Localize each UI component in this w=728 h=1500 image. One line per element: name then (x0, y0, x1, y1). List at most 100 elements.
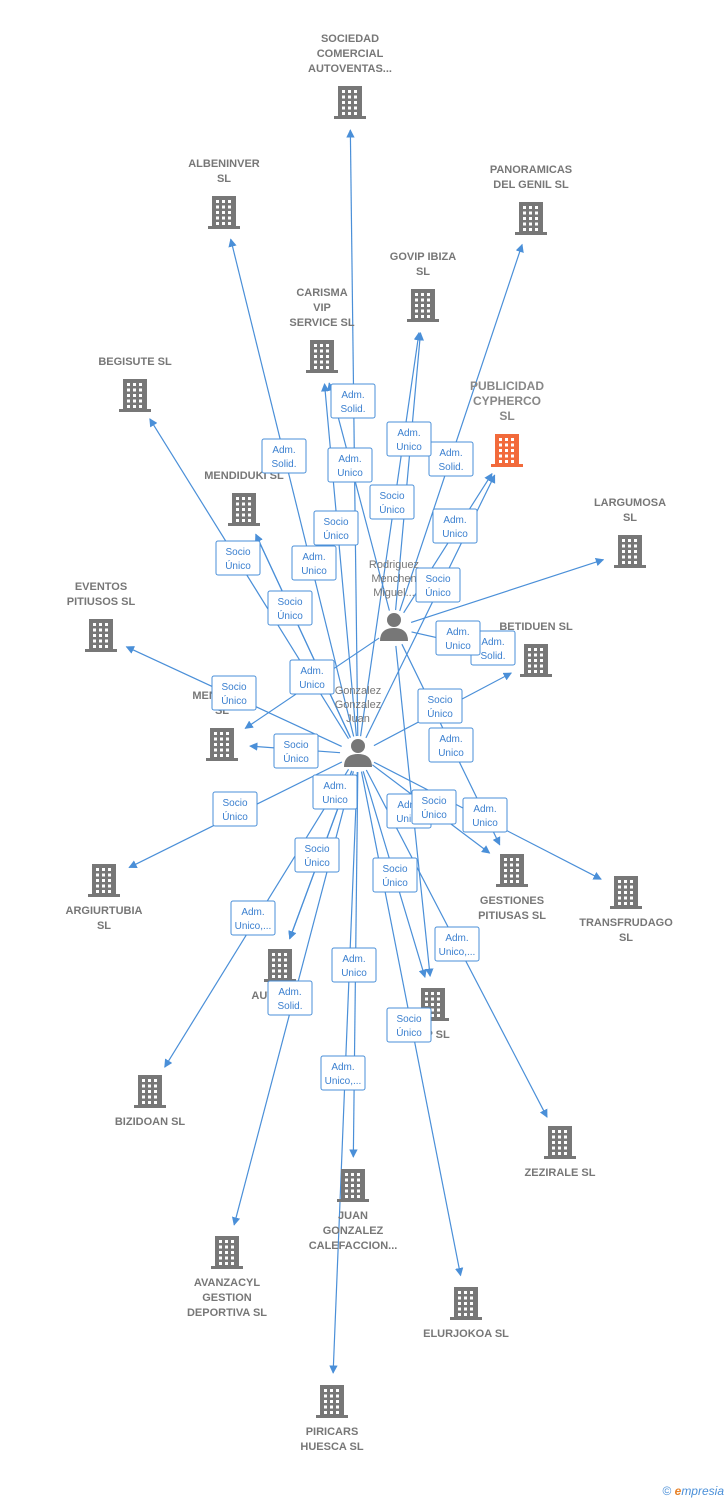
edge-label-line: Único (421, 808, 447, 821)
building-icon (88, 864, 120, 897)
edge-label[interactable]: Adm.Unico (312, 774, 358, 810)
building-icon (610, 876, 642, 909)
edge-label-line: Adm. (278, 987, 301, 998)
edge-label[interactable]: Adm.Unico (289, 659, 335, 695)
company-node-c2[interactable]: ALBENINVER SL (188, 158, 260, 229)
company-name-line: ZEZIRALE SL (525, 1167, 596, 1179)
person-name-line: Gonzalez (335, 685, 381, 697)
edge-label-line: Solid. (271, 459, 296, 470)
edge-label[interactable]: Adm.Unico (462, 797, 508, 833)
edge-label[interactable]: Adm.Unico (327, 447, 373, 483)
company-name-line: EVENTOS (75, 581, 127, 593)
building-icon (334, 86, 366, 119)
building-icon (264, 949, 296, 982)
footer-brand[interactable]: © empresia (662, 1484, 724, 1498)
building-icon (496, 854, 528, 887)
edge-label-line: Único (221, 694, 247, 707)
edge-label[interactable]: Adm.Unico (432, 508, 478, 544)
building-icon (206, 728, 238, 761)
edge-label-line: Adm. (338, 454, 361, 465)
edge-label[interactable]: Adm.Unico (428, 727, 474, 763)
edge-label[interactable]: Adm.Unico,... (230, 900, 276, 936)
edge-label-line: Socio (277, 597, 302, 608)
company-node-c8[interactable]: MENDIDUKI SL (204, 470, 284, 526)
company-node-c1[interactable]: SOCIEDADCOMERCIALAUTOVENTAS... (308, 33, 392, 119)
edge-label-line: Adm. (331, 1062, 354, 1073)
edge-label[interactable]: Adm.Unico,... (434, 926, 480, 962)
edge-label-line: Adm. (481, 637, 504, 648)
edge-label-line: Socio (323, 517, 348, 528)
company-name-line: PIRICARS (306, 1426, 359, 1438)
building-icon (316, 1385, 348, 1418)
edge-label-line: Adm. (300, 666, 323, 677)
edge-label-line: Único (425, 586, 451, 599)
edge-label-line: Socio (427, 695, 452, 706)
company-node-c22[interactable]: ELURJOKOA SL (423, 1287, 509, 1340)
edge-label-line: Unico (322, 795, 348, 806)
building-icon (515, 202, 547, 235)
company-name-line: ALBENINVER (188, 158, 260, 170)
edge-label[interactable]: Adm.Solid. (261, 438, 307, 474)
edge-label-line: Adm. (342, 954, 365, 965)
edge-label-line: Adm. (446, 627, 469, 638)
company-name-line: VIP (313, 302, 331, 314)
person-node-p1[interactable]: RodriguezMenchenMiguel... (369, 559, 419, 641)
edge-label[interactable]: Adm.Solid. (330, 383, 376, 419)
building-icon (337, 1169, 369, 1202)
relation-edge (255, 533, 351, 738)
edge-label-line: Socio (283, 740, 308, 751)
edge-label[interactable]: Adm.Solid. (428, 441, 474, 477)
relation-edge (346, 129, 359, 737)
edge-label-line: Unico (301, 566, 327, 577)
edge-label-line: Socio (221, 682, 246, 693)
company-name-line: GESTIONES (480, 895, 544, 907)
relation-edge (395, 332, 425, 611)
company-node-c20[interactable]: JUANGONZALEZCALEFACCION... (309, 1169, 398, 1252)
company-name-line: SL (217, 173, 231, 185)
edge-label[interactable]: Adm.Unico (291, 545, 337, 581)
edge-label[interactable]: Adm.Unico (386, 421, 432, 457)
company-node-c6[interactable]: BEGISUTE SL (98, 356, 172, 412)
building-icon (208, 196, 240, 229)
relation-edge (359, 331, 423, 737)
company-node-c18[interactable]: BIZIDOAN SL (115, 1075, 186, 1128)
edge-label[interactable]: Adm.Solid. (267, 980, 313, 1016)
company-node-c11[interactable]: BETIDUEN SL (499, 621, 573, 677)
edge-label-line: Socio (379, 491, 404, 502)
company-name-line: CALEFACCION... (309, 1240, 398, 1252)
edge-label-line: Único (283, 752, 309, 765)
edge-label[interactable]: Adm.Unico,... (320, 1055, 366, 1091)
person-name-line: Miguel... (373, 587, 415, 599)
edge-label[interactable]: Adm.Unico (331, 947, 377, 983)
building-icon (491, 434, 523, 467)
edge-label[interactable]: Adm.Unico (435, 620, 481, 656)
edge-label[interactable]: Adm.Solid. (470, 630, 516, 666)
company-node-c19[interactable]: ZEZIRALE SL (525, 1126, 596, 1179)
relation-edge (228, 238, 355, 737)
